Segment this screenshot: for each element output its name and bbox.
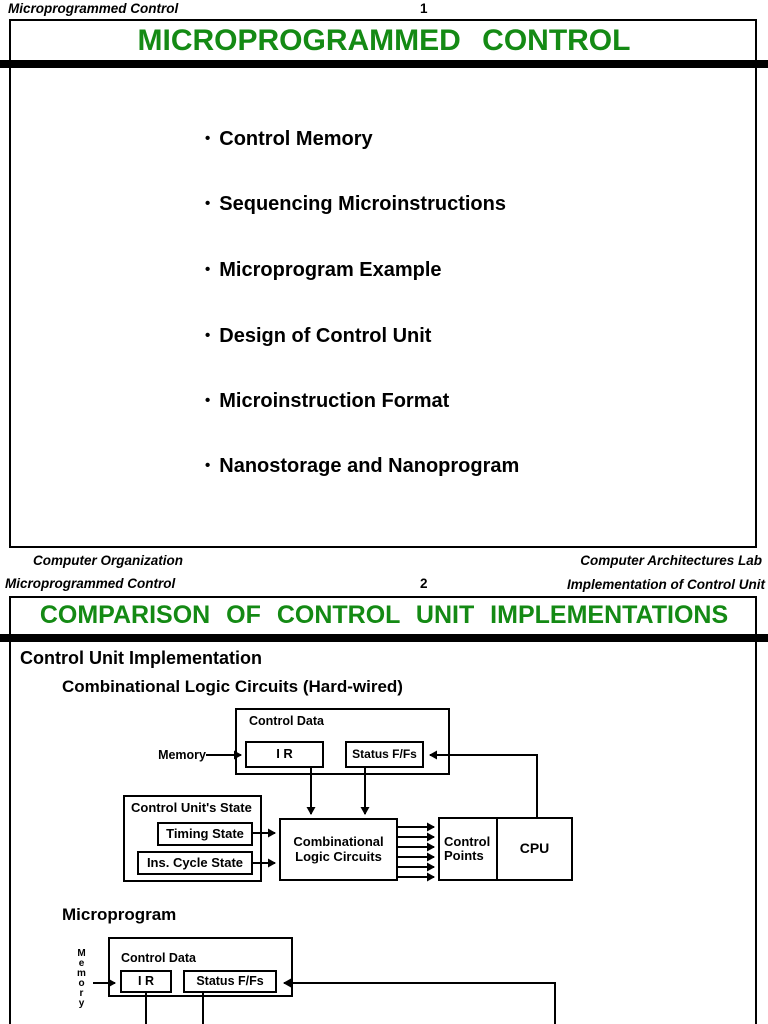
- microprogram-heading: Microprogram: [62, 905, 177, 924]
- bullet-text: Sequencing Microinstructions: [219, 193, 506, 215]
- hw-clc-label: Combinational Logic Circuits: [293, 834, 384, 864]
- slide1-title-rule: [0, 60, 768, 68]
- hw-ir-box: I R: [245, 741, 324, 768]
- page2-header-title: Microprogrammed Control: [5, 576, 176, 591]
- page1-number: 1: [420, 1, 428, 16]
- hw-clc-box: Combinational Logic Circuits: [279, 818, 398, 881]
- hw-cpu-box: CPU: [496, 817, 573, 881]
- bullet-text: Design of Control Unit: [219, 325, 432, 347]
- mp-status-box: Status F/Fs: [183, 970, 277, 993]
- hw-cus-label: Control Unit's State: [131, 800, 252, 815]
- page2-number: 2: [420, 576, 428, 591]
- arrow-cpu-to-status: [429, 750, 538, 817]
- hw-control-data-label: Control Data: [249, 714, 324, 728]
- list-item: • Nanostorage and Nanoprogram: [205, 455, 519, 478]
- bullet-icon: •: [205, 261, 211, 278]
- hw-control-points-label: Control Points: [444, 833, 491, 863]
- bullet-text: Microinstruction Format: [219, 390, 450, 412]
- mp-ir-box: I R: [120, 970, 172, 993]
- bullet-icon: •: [205, 327, 211, 344]
- mp-control-data-label: Control Data: [121, 951, 196, 965]
- list-item: • Sequencing Microinstructions: [205, 193, 506, 216]
- slide1-frame: [9, 19, 757, 548]
- slide2-title: COMPARISON OF CONTROL UNIT IMPLEMENTATIO…: [39, 601, 729, 629]
- mp-memory-label: Memory: [76, 948, 87, 1008]
- arrow-feedback-to-status-2: [283, 978, 556, 1024]
- footer-right: Computer Architectures Lab: [580, 553, 762, 568]
- list-item: • Microinstruction Format: [205, 390, 449, 413]
- bullet-icon: •: [205, 457, 211, 474]
- slide2-title-rule: [0, 634, 768, 642]
- list-item: • Microprogram Example: [205, 259, 442, 282]
- footer-left: Computer Organization: [33, 553, 184, 568]
- bullet-text: Microprogram Example: [219, 259, 442, 281]
- list-item: • Design of Control Unit: [205, 325, 431, 348]
- hw-status-box: Status F/Fs: [345, 741, 424, 768]
- bullet-text: Nanostorage and Nanoprogram: [219, 455, 520, 477]
- hw-ins-cycle-box: Ins. Cycle State: [137, 851, 253, 875]
- hw-memory-label: Memory: [158, 748, 206, 762]
- hw-timing-box: Timing State: [157, 822, 253, 846]
- list-item: • Control Memory: [205, 128, 373, 151]
- bullet-icon: •: [205, 195, 211, 212]
- bullet-text: Control Memory: [219, 128, 373, 150]
- slide1-title: MICROPROGRAMMED CONTROL: [137, 24, 631, 57]
- page1-header-title: Microprogrammed Control: [8, 1, 179, 16]
- bullet-icon: •: [205, 130, 211, 147]
- bullet-icon: •: [205, 392, 211, 409]
- page2-header-right: Implementation of Control Unit: [567, 577, 765, 592]
- section-heading: Control Unit Implementation: [20, 648, 262, 668]
- hardwired-heading: Combinational Logic Circuits (Hard-wired…: [62, 677, 403, 696]
